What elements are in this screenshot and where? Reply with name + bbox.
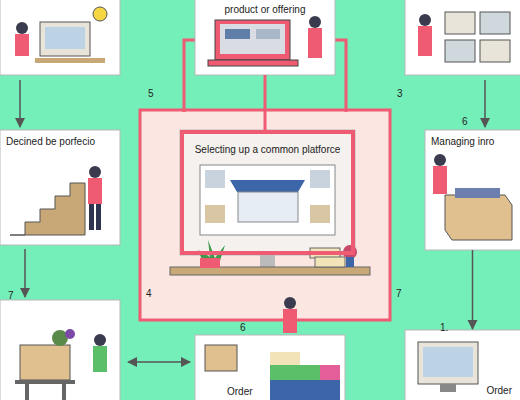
callout-number: 6 <box>240 322 246 333</box>
callout-number: 7 <box>8 290 14 301</box>
step-title: Order <box>227 386 253 398</box>
stairs-scene <box>10 166 102 235</box>
order-scene <box>205 297 340 400</box>
loop-line <box>335 40 346 112</box>
inventory-scene <box>433 154 512 240</box>
package-scene <box>15 329 107 400</box>
laptop-scene <box>208 16 322 66</box>
step-title: Selecting up a common platforce <box>190 144 345 156</box>
callout-number: 1. <box>440 322 448 333</box>
process-panel: Order <box>405 330 520 400</box>
frame <box>140 110 390 320</box>
callout-number: 5 <box>148 88 154 99</box>
flow-connector <box>472 250 474 329</box>
flow-arrows <box>20 80 485 362</box>
callout-number: 4 <box>146 288 152 299</box>
flow-connector <box>264 75 267 130</box>
step-title: Order <box>486 385 512 397</box>
step-title: Managing inro <box>431 136 518 148</box>
process-panel: Order <box>195 335 345 400</box>
step-title: product or offering <box>199 4 331 16</box>
step-title: Decined be porfecio <box>6 136 116 148</box>
process-panel: Managing inro <box>425 130 520 250</box>
callout-number: 7 <box>396 288 402 299</box>
loop-line <box>184 40 195 112</box>
platform-scene <box>170 165 370 275</box>
order-screen <box>418 342 478 392</box>
process-panel: Decined be porfecio <box>0 130 120 245</box>
gallery-scene <box>418 12 510 62</box>
process-panel: Selecting up a common platforce <box>180 130 355 255</box>
desk-scene <box>15 7 107 63</box>
callout-number: 6 <box>462 116 468 127</box>
callout-number: 3 <box>397 88 403 99</box>
process-panel: product or offering <box>195 0 335 75</box>
